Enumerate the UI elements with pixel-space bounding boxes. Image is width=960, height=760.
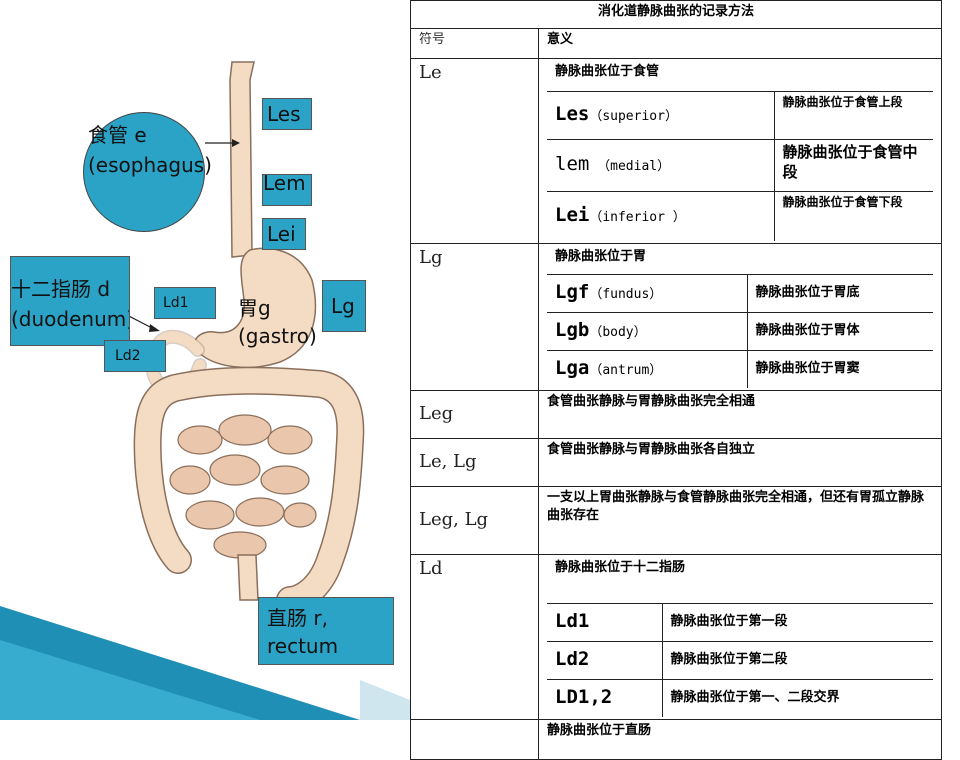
small-intestine-shape xyxy=(169,414,317,559)
ld2-callout: Ld2 xyxy=(104,340,166,372)
table-row-leg: Leg 食管曲张静脉与胃静脉曲张完全相通 xyxy=(410,390,942,439)
group-description: 静脉曲张位于食管 xyxy=(547,61,933,92)
list-item: Lga（antrum） 静脉曲张位于胃窦 xyxy=(547,349,933,388)
group-description: 静脉曲张位于直肠 xyxy=(538,719,942,760)
list-item: Ld1 静脉曲张位于第一段 xyxy=(547,602,933,642)
ld1-callout: Ld1 xyxy=(154,287,216,319)
digestive-tract-drawing xyxy=(0,61,410,720)
esophagus-oval xyxy=(83,112,205,232)
stomach-shape xyxy=(193,247,317,369)
table-row-ld: Ld 静脉曲张位于十二指肠 Ld1 静脉曲张位于第一段 Ld2 静脉曲张位于第二… xyxy=(410,554,942,720)
list-item: Lei（inferior ） 静脉曲张位于食管下段 xyxy=(547,190,933,241)
symbol-cell: Le xyxy=(410,58,539,244)
symbol-cell: Ld xyxy=(410,554,539,720)
rectum-shape xyxy=(237,554,259,601)
symbol-cell xyxy=(410,719,539,760)
rectum-callout: 直肠 r, rectum xyxy=(258,597,394,665)
header-meaning: 意义 xyxy=(538,28,942,59)
stomach-label: 胃g (gastro) xyxy=(238,296,317,348)
list-item: LD1,2 静脉曲张位于第一、二段交界 xyxy=(547,678,933,717)
esophagus-shape xyxy=(229,61,255,258)
group-description: 静脉曲张位于胃 xyxy=(547,246,933,275)
table-title: 消化道静脉曲张的记录方法 xyxy=(410,0,942,29)
symbol-cell: Lg xyxy=(410,243,539,391)
esophagus-label: 食管 e (esophagus) xyxy=(88,123,212,177)
anatomy-illustration: 食管 e (esophagus) Les Lem Lei 十二指肠 d (duo… xyxy=(0,0,410,720)
header-symbol: 符号 xyxy=(410,28,539,59)
duodenum-callout: 十二指肠 d (duodenum) xyxy=(10,256,130,346)
arrow-icon xyxy=(149,324,160,332)
group-description: 食管曲张静脉与胃静脉曲张完全相通 xyxy=(538,390,942,439)
table-row-le: Le 静脉曲张位于食管 Les（superior） 静脉曲张位于食管上段 lem… xyxy=(410,58,942,244)
lg-callout: Lg xyxy=(322,280,366,332)
table-row-lr: 静脉曲张位于直肠 xyxy=(410,719,942,760)
varices-recording-table: 消化道静脉曲张的记录方法 符号 意义 Le 静脉曲张位于食管 Les（super… xyxy=(410,0,942,760)
lei-callout: Lei xyxy=(262,218,306,250)
arrow-icon xyxy=(232,139,240,147)
table-row-le-lg: Le, Lg 食管曲张静脉与胃静脉曲张各自独立 xyxy=(410,438,942,487)
list-item: Ld2 静脉曲张位于第二段 xyxy=(547,640,933,680)
group-description: 一支以上胃曲张静脉与食管静脉曲张完全相通，但还有胃孤立静脉曲张存在 xyxy=(538,486,942,555)
colon-shape xyxy=(135,368,363,613)
list-item: Lgb（body） 静脉曲张位于胃体 xyxy=(547,311,933,351)
group-description: 食管曲张静脉与胃静脉曲张各自独立 xyxy=(538,438,942,487)
table-row-lg: Lg 静脉曲张位于胃 Lgf（fundus） 静脉曲张位于胃底 Lgb（body… xyxy=(410,243,942,391)
symbol-cell: Leg, Lg xyxy=(410,486,539,555)
les-callout: Les xyxy=(262,98,312,130)
symbol-cell: Leg xyxy=(410,390,539,439)
table-row-leg-lg: Leg, Lg 一支以上胃曲张静脉与食管静脉曲张完全相通，但还有胃孤立静脉曲张存… xyxy=(410,486,942,555)
symbol-cell: Le, Lg xyxy=(410,438,539,487)
list-item: lem （medial） 静脉曲张位于食管中段 xyxy=(547,138,933,192)
group-description: 静脉曲张位于十二指肠 xyxy=(547,557,933,604)
list-item: Les（superior） 静脉曲张位于食管上段 xyxy=(547,90,933,140)
list-item: Lgf（fundus） 静脉曲张位于胃底 xyxy=(547,273,933,313)
lem-callout: Lem xyxy=(262,174,312,206)
